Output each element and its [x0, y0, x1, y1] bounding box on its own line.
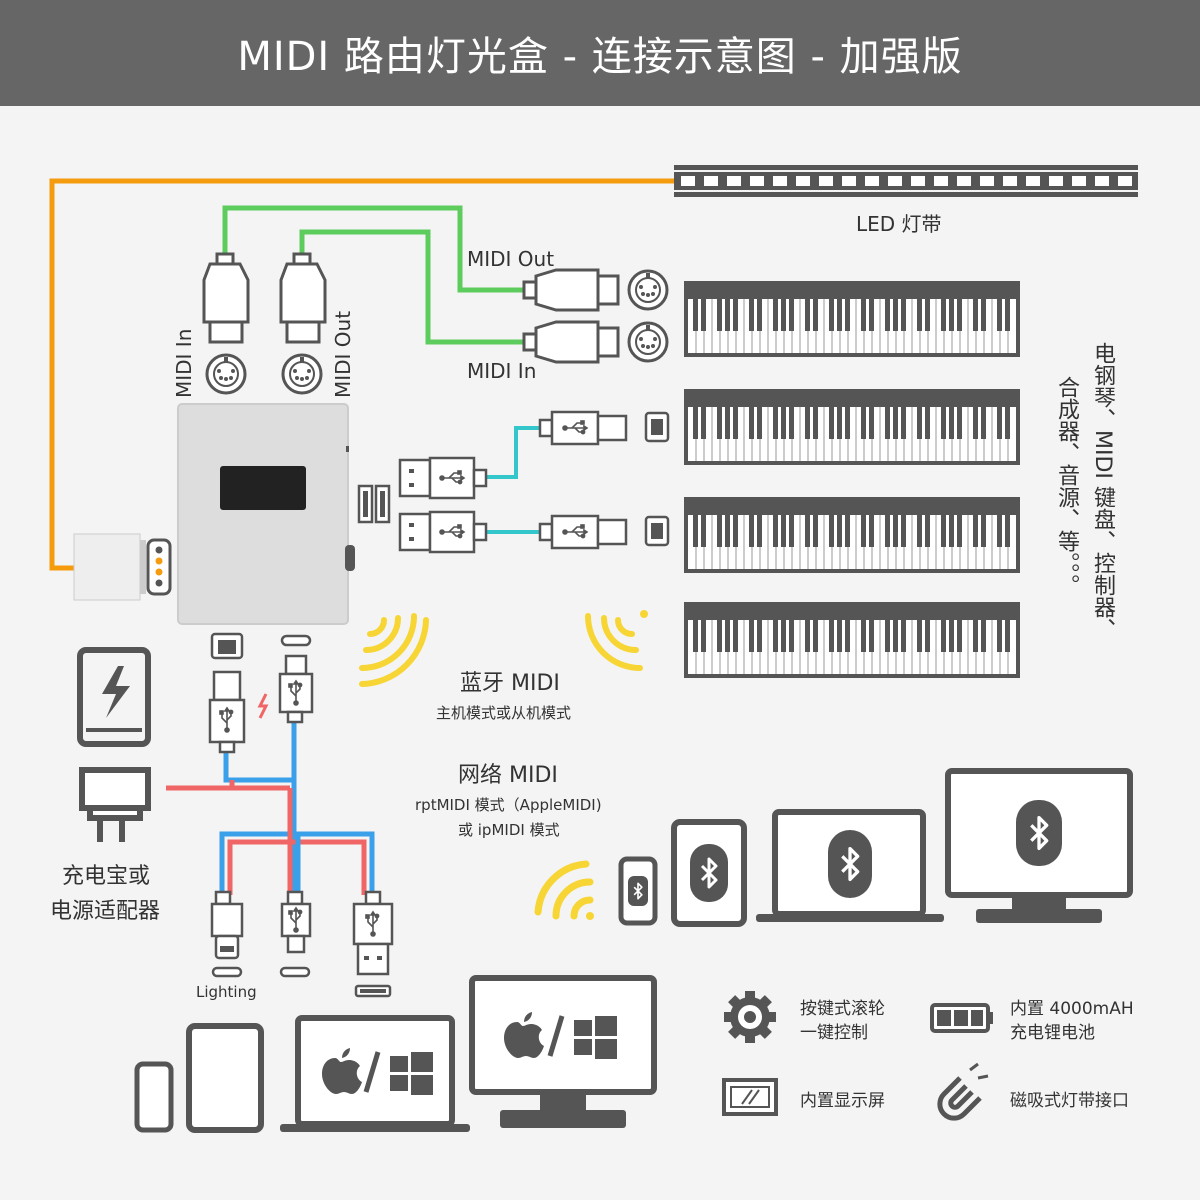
feature-display-text: 内置显示屏	[800, 1091, 885, 1111]
bluetooth-wave-left	[359, 613, 429, 687]
usb-c-plug-out	[279, 890, 312, 978]
midi-out-port-label: MIDI Out	[331, 310, 355, 398]
usb-b-jack-2	[644, 515, 670, 547]
gear-icon	[724, 991, 776, 1043]
midi-cable-out	[222, 205, 524, 293]
midi-out-cable-label: MIDI Out	[467, 247, 555, 271]
usb-b-plug-box	[208, 670, 246, 754]
monitor-bt	[945, 768, 1133, 923]
tablet-bt	[671, 819, 747, 927]
lighting-label: Lighting	[196, 983, 257, 1001]
feature-battery-text: 内置 4000mAH 充电锂电池	[1010, 997, 1134, 1045]
usb-c-port-box	[280, 634, 312, 647]
wifi-wave	[534, 860, 594, 920]
bluetooth-subtitle: 主机模式或从机模式	[436, 704, 572, 722]
usb-b-jack-1	[644, 411, 670, 443]
keyboard-4	[683, 601, 1021, 679]
power-bank	[77, 647, 151, 747]
network-subtitle-2: 或 ipMIDI 模式	[458, 821, 560, 839]
monitor-wired	[469, 975, 657, 1128]
instruments-label-2: 合成器、音源、等。。。	[1054, 376, 1079, 596]
instruments-label-1: 电钢琴、MIDI 键盘、控制器、	[1090, 342, 1115, 640]
network-subtitle-1: rptMIDI 模式（AppleMIDI)	[415, 796, 602, 814]
page-title: MIDI 路由灯光盒 - 连接示意图 - 加强版	[0, 0, 1200, 106]
midi-plug-in	[202, 252, 250, 344]
led-strip-label: LED 灯带	[856, 212, 942, 236]
keyboard-2	[683, 388, 1021, 466]
midi-in-jack	[205, 353, 247, 395]
feature-wheel-line-2: 一键控制	[800, 1023, 868, 1043]
router-box	[177, 403, 349, 625]
feature-magnet-text: 磁吸式灯带接口	[1010, 1091, 1129, 1111]
laptop-wired	[280, 1015, 470, 1132]
scroll-wheel	[345, 545, 355, 571]
keyboard-3	[683, 496, 1021, 574]
usb-cable-1	[486, 426, 540, 479]
usb-plug-1	[398, 456, 488, 500]
bluetooth-wave-right	[585, 610, 648, 671]
usb-a-ports	[357, 484, 391, 524]
power-adapter	[79, 767, 151, 842]
network-title: 网络 MIDI	[458, 763, 558, 788]
data-cable-1	[223, 740, 292, 783]
bluetooth-title: 蓝牙 MIDI	[460, 671, 560, 696]
midi-in-port-label: MIDI In	[172, 328, 196, 398]
midi-plug-keyboard-1	[522, 268, 620, 312]
keyboard-midi-jack-1	[627, 269, 669, 311]
phone-wired	[134, 1061, 174, 1133]
charging-icon	[257, 693, 269, 719]
led-cable	[49, 178, 674, 571]
power-label-2: 电源适配器	[50, 899, 161, 924]
usb-b-port-box	[210, 632, 244, 660]
usb-a-plug-out	[352, 890, 394, 998]
lightning-plug	[210, 890, 244, 978]
power-label-1: 充电宝或	[62, 864, 151, 889]
connection-diagram	[49, 165, 1138, 1133]
feature-wheel-line-1: 按键式滚轮	[800, 999, 885, 1019]
magnet-icon	[937, 1062, 989, 1121]
feature-wheel-text: 按键式滚轮 一键控制	[800, 997, 885, 1045]
laptop-bt	[756, 809, 944, 922]
midi-cable-in	[299, 229, 524, 345]
box-display	[220, 466, 306, 510]
midi-in-cable-label: MIDI In	[467, 359, 537, 383]
tablet-wired	[186, 1023, 264, 1133]
midi-plug-keyboard-2	[522, 320, 620, 364]
battery-icon	[930, 1003, 993, 1033]
keyboard-midi-jack-2	[627, 321, 669, 363]
midi-plug-out	[279, 252, 327, 344]
display-icon	[722, 1078, 778, 1116]
keyboard-1	[683, 280, 1021, 358]
feature-battery-line-1: 内置 4000mAH	[1010, 999, 1134, 1019]
midi-out-jack	[281, 353, 323, 395]
magnetic-connector	[73, 533, 141, 601]
phone-bt	[618, 856, 658, 926]
led-strip	[674, 165, 1138, 197]
feature-battery-line-2: 充电锂电池	[1010, 1023, 1095, 1043]
